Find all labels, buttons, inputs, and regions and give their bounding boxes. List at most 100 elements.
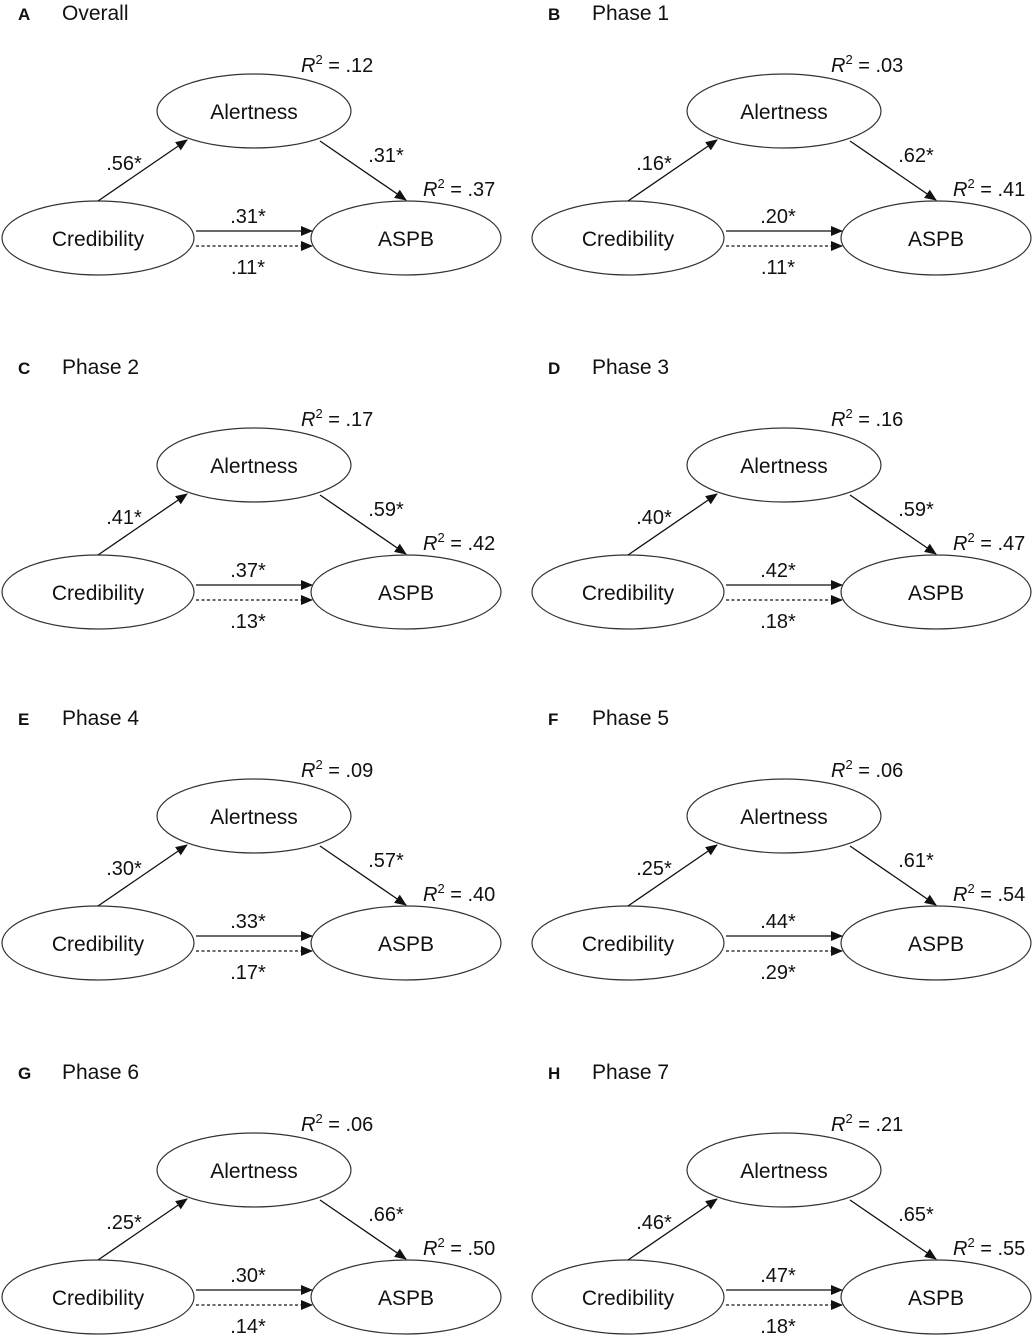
path-a-arrow xyxy=(627,139,718,202)
aspb-label: ASPB xyxy=(908,582,964,605)
r-squared-aspb: R2 = .54 xyxy=(953,881,1025,906)
indirect-effect-coefficient: .14* xyxy=(230,1316,266,1338)
aspb-label: ASPB xyxy=(908,1287,964,1310)
r-squared-alertness: R2 = .03 xyxy=(831,52,903,77)
panel-title: Phase 2 xyxy=(62,356,139,379)
path-b-coefficient: .62* xyxy=(898,145,934,167)
path-b-arrow xyxy=(319,845,407,906)
path-a-coefficient: .40* xyxy=(636,507,672,529)
aspb-node xyxy=(840,554,1032,630)
panel-letter: E xyxy=(18,710,29,729)
panel-title: Phase 7 xyxy=(592,1061,669,1084)
r-squared-value: .41 xyxy=(997,179,1025,201)
r-squared-alertness: R2 = .16 xyxy=(831,406,903,431)
r-squared-aspb: R2 = .37 xyxy=(423,176,495,201)
r-symbol: R xyxy=(831,55,845,77)
r-squared-aspb: R2 = .40 xyxy=(423,881,495,906)
r-symbol: R xyxy=(423,884,437,906)
squared-exponent: 2 xyxy=(967,530,974,545)
r-squared-aspb: R2 = .47 xyxy=(953,530,1025,555)
alertness-node xyxy=(686,73,882,149)
alertness-label: Alertness xyxy=(210,455,298,478)
indirect-effect-coefficient: .11* xyxy=(761,257,795,279)
panel-letter: C xyxy=(18,359,30,378)
path-b-arrow xyxy=(849,1199,937,1260)
credibility-label: Credibility xyxy=(52,582,145,605)
path-a-arrow xyxy=(97,1198,188,1261)
r-squared-alertness: R2 = .06 xyxy=(301,1111,373,1136)
direct-effect-coefficient: .42* xyxy=(760,560,796,582)
panel-letter: D xyxy=(548,359,560,378)
squared-exponent: 2 xyxy=(315,757,322,772)
r-squared-value: .16 xyxy=(875,409,903,431)
panel-letter: G xyxy=(18,1064,31,1083)
path-b-arrow xyxy=(849,140,937,201)
panel-title: Overall xyxy=(62,2,129,25)
panel-title: Phase 4 xyxy=(62,707,139,730)
indirect-effect-coefficient: .18* xyxy=(760,611,796,633)
r-squared-aspb: R2 = .41 xyxy=(953,176,1025,201)
r-squared-alertness: R2 = .21 xyxy=(831,1111,903,1136)
aspb-label: ASPB xyxy=(378,933,434,956)
squared-exponent: 2 xyxy=(437,176,444,191)
r-squared-value: .40 xyxy=(467,884,495,906)
r-symbol: R xyxy=(831,409,845,431)
aspb-node xyxy=(310,200,502,276)
path-b-coefficient: .57* xyxy=(368,850,404,872)
indirect-effect-coefficient: .17* xyxy=(230,962,266,984)
alertness-node xyxy=(686,427,882,503)
path-a-arrow xyxy=(97,493,188,556)
r-symbol: R xyxy=(953,884,967,906)
squared-exponent: 2 xyxy=(845,757,852,772)
r-squared-aspb: R2 = .55 xyxy=(953,1235,1025,1260)
r-squared-value: .50 xyxy=(467,1238,495,1260)
direct-effect-coefficient: .31* xyxy=(230,206,266,228)
r-squared-value: .54 xyxy=(997,884,1025,906)
path-a-coefficient: .25* xyxy=(636,858,672,880)
r-squared-value: .03 xyxy=(875,55,903,77)
equals-sign: = xyxy=(323,55,346,77)
path-a-arrow xyxy=(627,1198,718,1261)
equals-sign: = xyxy=(853,55,876,77)
path-b-coefficient: .66* xyxy=(368,1204,404,1226)
aspb-label: ASPB xyxy=(378,1287,434,1310)
credibility-label: Credibility xyxy=(582,933,675,956)
r-symbol: R xyxy=(423,179,437,201)
path-b-coefficient: .65* xyxy=(898,1204,934,1226)
alertness-label: Alertness xyxy=(740,806,828,829)
squared-exponent: 2 xyxy=(967,1235,974,1250)
alertness-label: Alertness xyxy=(740,1160,828,1183)
r-squared-value: .17 xyxy=(345,409,373,431)
direct-effect-coefficient: .20* xyxy=(760,206,796,228)
credibility-label: Credibility xyxy=(582,1287,675,1310)
credibility-label: Credibility xyxy=(582,582,675,605)
path-a-arrow xyxy=(627,844,718,907)
equals-sign: = xyxy=(445,533,468,555)
equals-sign: = xyxy=(323,409,346,431)
squared-exponent: 2 xyxy=(437,1235,444,1250)
aspb-node xyxy=(840,1259,1032,1335)
r-squared-alertness: R2 = .09 xyxy=(301,757,373,782)
r-squared-alertness: R2 = .12 xyxy=(301,52,373,77)
equals-sign: = xyxy=(323,760,346,782)
r-squared-value: .47 xyxy=(997,533,1025,555)
squared-exponent: 2 xyxy=(315,52,322,67)
r-symbol: R xyxy=(301,1114,315,1136)
r-squared-value: .09 xyxy=(345,760,373,782)
credibility-label: Credibility xyxy=(52,228,145,251)
alertness-label: Alertness xyxy=(210,806,298,829)
alertness-node xyxy=(686,1132,882,1208)
r-symbol: R xyxy=(301,409,315,431)
aspb-node xyxy=(840,200,1032,276)
direct-effect-coefficient: .37* xyxy=(230,560,266,582)
squared-exponent: 2 xyxy=(845,406,852,421)
r-symbol: R xyxy=(953,179,967,201)
r-symbol: R xyxy=(831,1114,845,1136)
r-symbol: R xyxy=(423,1238,437,1260)
aspb-node xyxy=(840,905,1032,981)
alertness-node xyxy=(686,778,882,854)
